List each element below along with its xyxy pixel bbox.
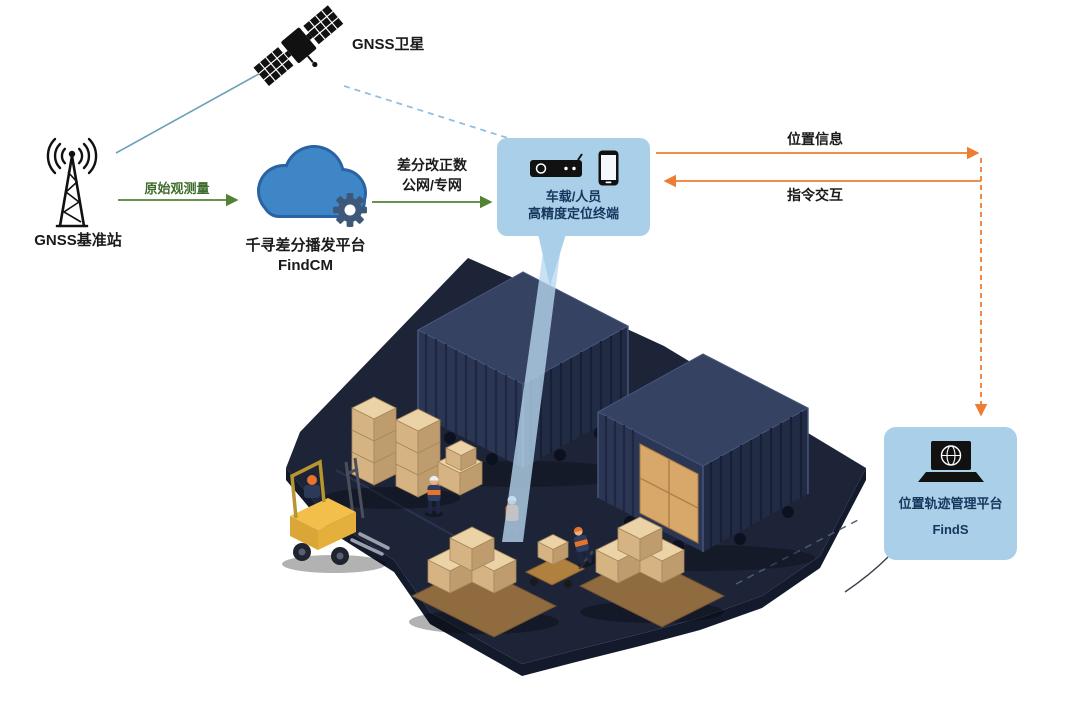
raw-observation-label: 原始观测量 <box>144 181 210 196</box>
pallet-stack <box>578 516 726 628</box>
platform-label-product: FindS <box>932 521 969 537</box>
terminal-label-line2: 高精度定位终端 <box>527 205 619 221</box>
command-label: 指令交互 <box>787 187 843 203</box>
terminal-callout: 车载/人员 高精度定位终端 <box>497 138 650 236</box>
corrections-label-line1: 差分改正数 <box>397 157 467 173</box>
platform-callout: 位置轨迹管理平台 FindS <box>884 427 1017 560</box>
worker <box>425 475 443 517</box>
gear-icon <box>333 193 367 227</box>
worker <box>573 526 596 568</box>
satellite-base-link <box>115 69 267 154</box>
satellite-label: GNSS卫星 <box>352 36 425 53</box>
terminal-label-line1: 车载/人员 <box>545 189 602 204</box>
cloud-icon <box>257 145 367 227</box>
forklift <box>282 457 390 573</box>
laptop-globe-icon <box>917 441 984 482</box>
satellite-terminal-link <box>343 85 515 141</box>
floor-zone-marking <box>735 519 859 585</box>
pallet-stack <box>324 396 483 509</box>
pallet-stack <box>409 526 559 638</box>
position-info-label: 位置信息 <box>787 131 843 147</box>
cloud-product-label: FindCM <box>278 257 333 274</box>
smartphone-icon <box>598 150 619 186</box>
cloud-platform-label: 千寻差分播发平台 <box>245 237 366 254</box>
warehouse-illustration <box>282 258 866 676</box>
platform-label-name: 位置轨迹管理平台 <box>898 496 1003 511</box>
gnss-satellite-icon <box>253 5 344 87</box>
antenna-tower-icon <box>46 137 98 228</box>
telematics-device-icon <box>530 153 583 177</box>
corrections-label-line2: 公网/专网 <box>402 177 462 193</box>
positioning-beam <box>502 238 562 542</box>
scene-pointer-line <box>844 556 889 593</box>
floor-edge <box>286 468 866 676</box>
pallet-jack <box>524 534 594 588</box>
base-station-label: GNSS基准站 <box>34 232 122 249</box>
terminal-callout-tail <box>538 234 566 286</box>
